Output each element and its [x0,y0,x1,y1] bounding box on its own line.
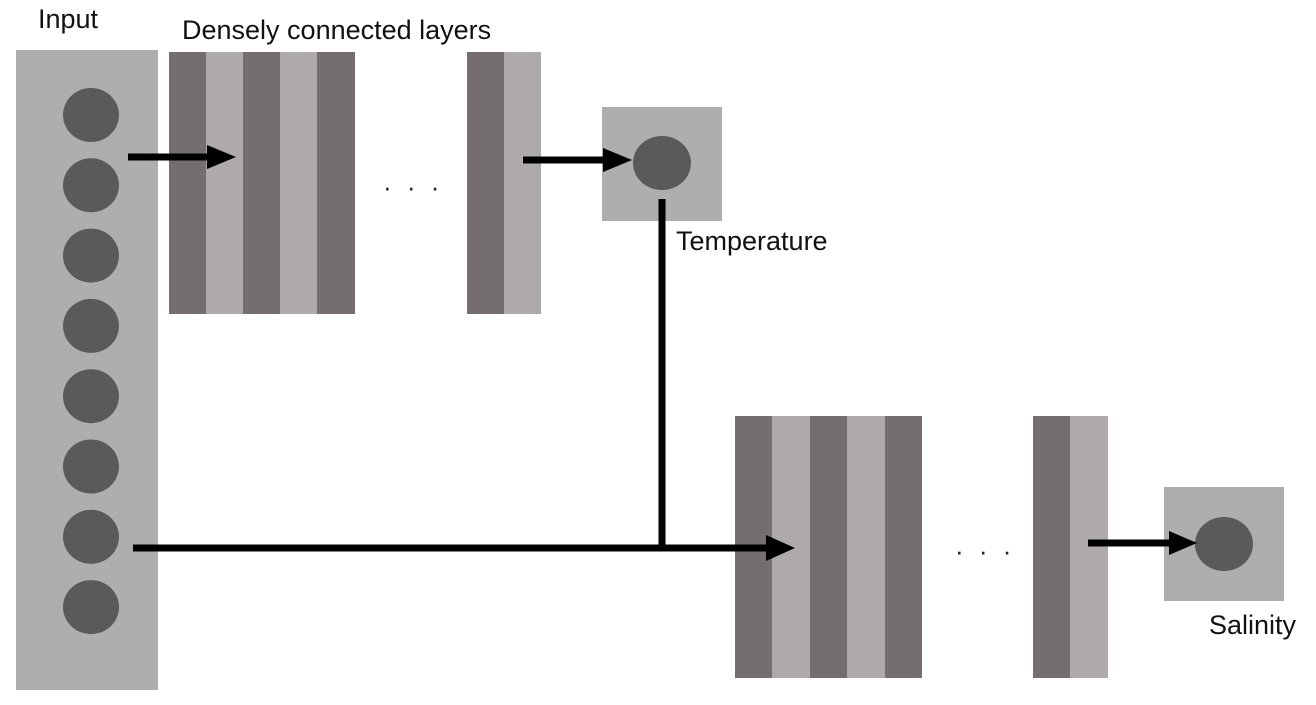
input-node [63,88,119,142]
connectors [128,153,1173,552]
salinity-last-layer [1033,416,1108,678]
arrowhead [1169,531,1197,555]
input-node [63,298,119,353]
dense-stripe [847,416,885,678]
arrowhead [207,145,236,169]
input-node [63,509,119,564]
dense-stripe [467,52,504,314]
input-label: Input [38,4,99,34]
input-node [63,580,119,635]
dense-stripe [885,416,922,678]
input-node [63,158,119,213]
dense-stripe [169,52,206,314]
dense-stripe [504,52,541,314]
ellipsis-bottom: · · · [955,536,1016,566]
arrowheads [207,145,1197,561]
input-node [63,228,119,283]
dense-stripe [1033,416,1070,678]
dense-stripe [206,52,243,314]
input-node [63,369,119,424]
dense-layers-label: Densely connected layers [182,15,492,45]
salinity-output-node [1195,517,1253,571]
arrowhead [603,148,632,172]
dense-stripe [280,52,317,314]
temperature-last-layer [467,52,541,314]
dense-stripe [317,52,355,314]
input-node [63,439,119,494]
temperature-label: Temperature [676,226,828,256]
input-nodes [63,88,119,635]
salinity-label: Salinity [1209,610,1297,640]
temperature-output-node [633,136,691,190]
dense-stripe [810,416,847,678]
arrowhead [766,535,795,561]
temperature-dense-layers [169,52,355,314]
dense-stripe [1070,416,1108,678]
ellipsis-top: · · · [383,172,444,202]
dense-stripe [243,52,280,314]
